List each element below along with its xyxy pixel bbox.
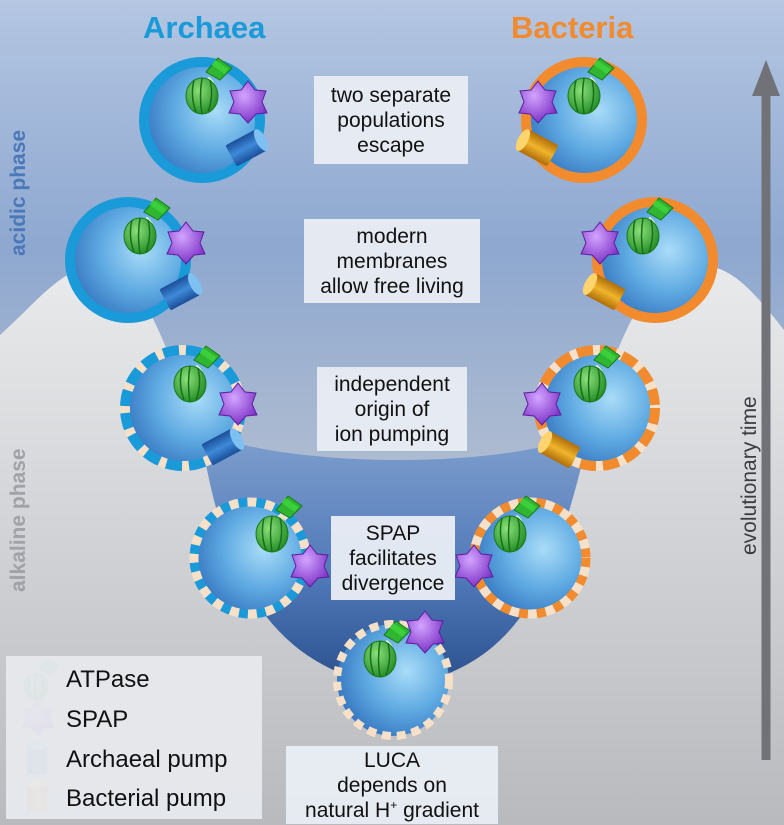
luca-line-2: depends on [337,773,447,797]
bacteria-cell-4 [454,494,591,619]
luca-gradient-sup: + [390,797,398,812]
luca-line-3: natural H+ gradient [305,798,479,823]
legend-label-bacterial-pump: Bacterial pump [66,785,227,812]
stage-box-1: two separate populations escape [314,76,468,164]
bacteria-cell-3 [522,344,660,471]
evolutionary-time-label: evolutionary time [738,396,761,555]
bacteria-cell-2 [579,196,718,323]
archaea-cell-2 [65,196,206,323]
acidic-phase-label: acidic phase [7,129,30,256]
stage-text-1: two separate populations escape [330,83,452,157]
alkaline-phase-label: alkaline phase [7,448,30,592]
stage-box-4: SPAP facilitates divergence [331,516,455,600]
luca-cell [333,610,453,740]
legend: ATPase SPAP Archaeal pump Bacterial pump [6,656,262,819]
stage-box-luca: LUCA depends on natural H+ gradient [286,746,498,824]
legend-label-archaeal-pump: Archaeal pump [66,746,228,773]
archaea-cell-1 [139,56,272,183]
luca-line-1: LUCA [363,748,421,772]
bacteria-cell-1 [512,56,647,183]
archaea-cell-3 [120,344,258,471]
bacteria-header: Bacteria [511,10,634,45]
stage-box-3: independent origin of ion pumping [317,367,467,451]
archaea-header: Archaea [143,10,266,45]
stage-box-2: modern membranes allow free living [304,219,480,303]
stage-text-3: independent origin of ion pumping [334,372,450,446]
luca-gradient-prefix: natural H [305,798,391,822]
legend-label-spap: SPAP [66,706,129,733]
luca-gradient-suffix: gradient [397,798,479,822]
legend-label-atpase: ATPase [66,666,150,693]
time-arrow-head [752,60,780,96]
stage-text-4: SPAP facilitates divergence [341,521,445,595]
stage-text-2: modern membranes allow free living [320,224,464,298]
archaea-cell-4 [189,494,330,619]
